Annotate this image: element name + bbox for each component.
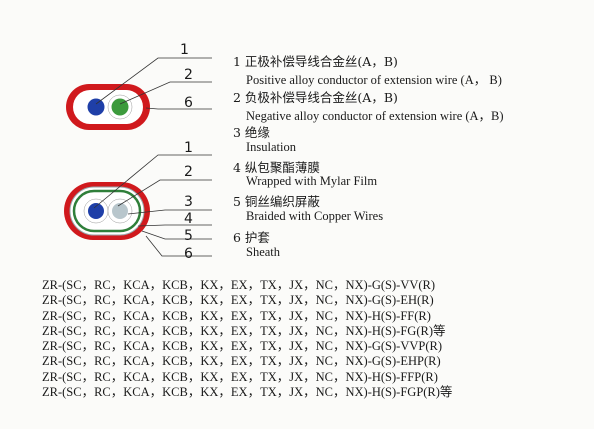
legend-item-5-zh: 5 铜丝编织屏蔽 bbox=[233, 194, 320, 209]
legend-item-4-en: Wrapped with Mylar Film bbox=[246, 174, 378, 188]
bottom-cable-mylar-film bbox=[72, 189, 142, 233]
top-callout-6: 6 bbox=[184, 95, 193, 111]
legend-item-3-en: Insulation bbox=[246, 140, 296, 154]
legend-item-3-zh: 3 绝缘 bbox=[233, 125, 270, 140]
legend-item-2-en: Negative alloy conductor of extension wi… bbox=[246, 109, 504, 123]
bottom-callout-3: 3 bbox=[184, 194, 193, 210]
bottom-callout-2: 2 bbox=[184, 164, 193, 180]
bottom-callout-1: 1 bbox=[184, 140, 193, 156]
model-item: ZR-(SC，RC，KCA，KCB，KX，EX，TX，JX，NC，NX)-G(S… bbox=[42, 354, 441, 369]
bottom-callout-6: 6 bbox=[184, 246, 193, 262]
model-item: ZR-(SC，RC，KCA，KCB，KX，EX，TX，JX，NC，NX)-H(S… bbox=[42, 308, 431, 323]
top-positive-conductor bbox=[87, 98, 105, 116]
legend-item-1-zh: 1 正极补偿导线合金丝(A，B) bbox=[233, 54, 398, 69]
top-callout-1: 1 bbox=[180, 42, 189, 58]
model-list: ZR-(SC，RC，KCA，KCB，KX，EX，TX，JX，NC，NX)-G(S… bbox=[42, 278, 452, 400]
legend-item-6-en: Sheath bbox=[246, 245, 281, 259]
legend-item-1-en: Positive alloy conductor of extension wi… bbox=[246, 73, 502, 87]
top-leader-lines bbox=[95, 57, 212, 110]
bottom-leader-lines bbox=[93, 154, 212, 257]
top-callout-2: 2 bbox=[184, 67, 193, 83]
bottom-callout-5: 5 bbox=[184, 228, 193, 244]
model-item: ZR-(SC，RC，KCA，KCB，KX，EX，TX，JX，NC，NX)-H(S… bbox=[42, 323, 446, 338]
model-item: ZR-(SC，RC，KCA，KCB，KX，EX，TX，JX，NC，NX)-G(S… bbox=[42, 278, 436, 292]
legend-item-4-zh: 4 纵包聚酯薄膜 bbox=[233, 160, 320, 175]
model-item: ZR-(SC，RC，KCA，KCB，KX，EX，TX，JX，NC，NX)-H(S… bbox=[42, 385, 453, 400]
bottom-callout-4: 4 bbox=[184, 211, 193, 227]
top-cable-cross-section bbox=[66, 84, 150, 130]
model-item: ZR-(SC，RC，KCA，KCB，KX，EX，TX，JX，NC，NX)-G(S… bbox=[42, 293, 434, 308]
bottom-cable-cross-section bbox=[64, 182, 150, 240]
model-item: ZR-(SC，RC，KCA，KCB，KX，EX，TX，JX，NC，NX)-G(S… bbox=[42, 339, 443, 354]
bottom-positive-conductor bbox=[88, 203, 104, 219]
legend-item-2-zh: 2 负极补偿导线合金丝(A，B) bbox=[233, 90, 398, 105]
legend-item-5-en: Braided with Copper Wires bbox=[246, 209, 384, 223]
top-negative-conductor bbox=[111, 98, 129, 116]
model-item: ZR-(SC，RC，KCA，KCB，KX，EX，TX，JX，NC，NX)-H(S… bbox=[42, 369, 438, 384]
bottom-negative-conductor bbox=[112, 203, 128, 219]
legend-item-6-zh: 6 护套 bbox=[233, 230, 270, 245]
